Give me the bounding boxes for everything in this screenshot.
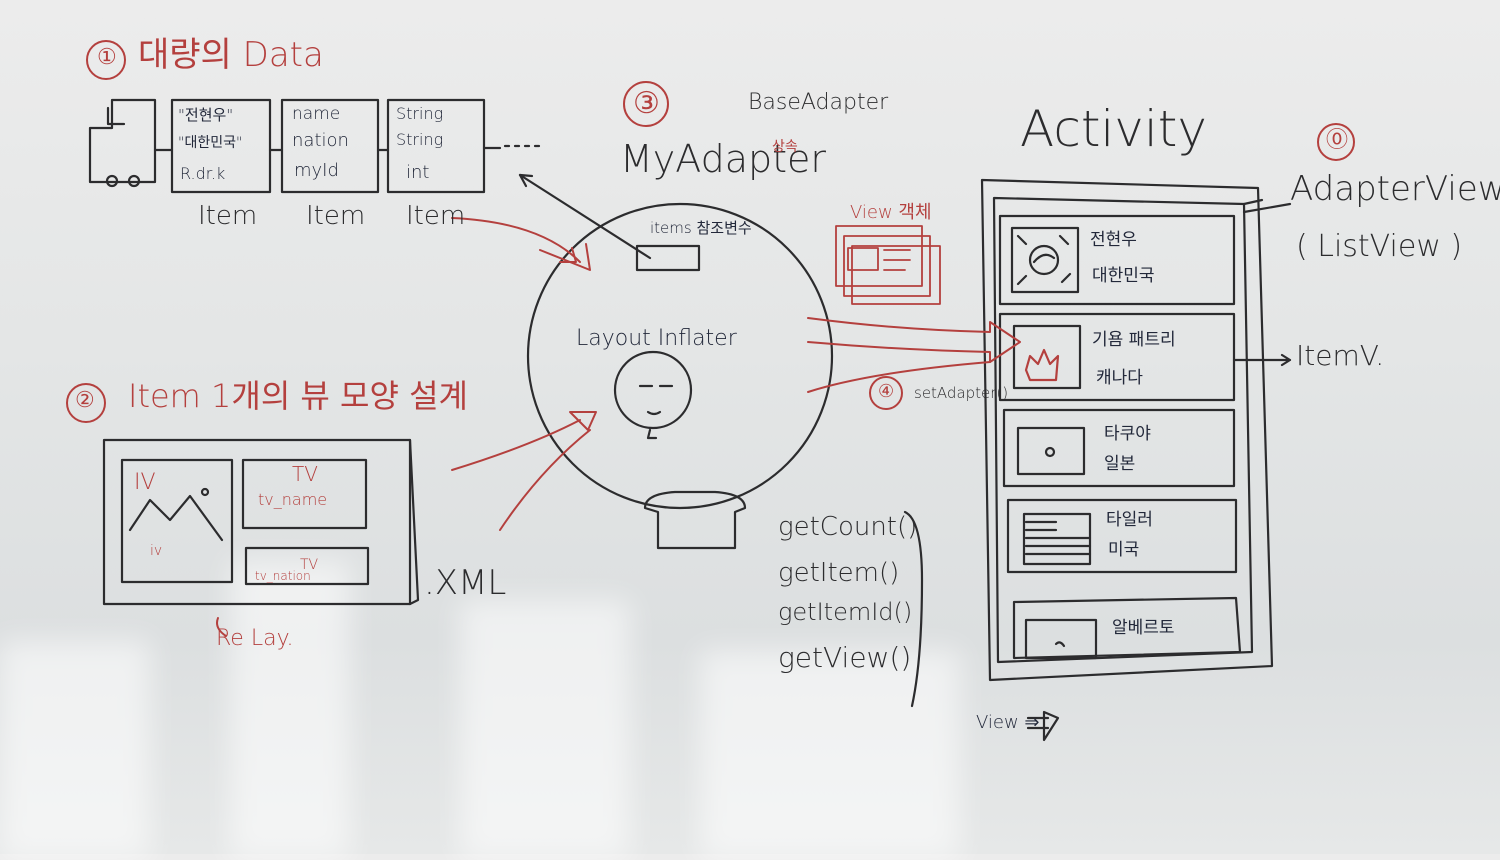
list-row-box <box>1006 498 1238 574</box>
inflater-face <box>613 350 693 430</box>
view-arrow-label: View ⇒ <box>976 712 1040 733</box>
row4-name: 타일러 <box>1106 510 1153 530</box>
train-head-icon <box>88 98 157 184</box>
adapter-circle <box>526 202 834 510</box>
section2-number: ② <box>75 388 95 413</box>
data-item-box <box>386 98 486 194</box>
data-item-box <box>170 98 272 194</box>
activity-title: Activity <box>1020 100 1207 158</box>
section1-title: 대량의 Data <box>138 35 324 75</box>
list-row-box <box>998 312 1236 402</box>
list-row-box <box>1002 408 1236 488</box>
row5-name: 알베르토 <box>1112 618 1175 638</box>
row2-nation: 캐나다 <box>1096 368 1143 388</box>
item2-label: Item <box>306 201 366 231</box>
textview-nation-box <box>244 546 370 586</box>
method-get-item-id: getItemId() <box>778 598 913 626</box>
tv-top-label: TV <box>292 462 318 486</box>
item-layout-frame <box>102 438 412 606</box>
relayout-label: Re Lay. <box>216 626 294 651</box>
item3-field-name: String <box>396 104 444 123</box>
list-view-label: ( ListView ) <box>1296 229 1463 264</box>
list-row-box <box>1012 596 1242 660</box>
section3-number: ③ <box>633 86 660 121</box>
activity-frame <box>980 178 1274 682</box>
textview-name-box <box>241 458 368 530</box>
iv-small-label: iv <box>150 543 163 559</box>
item1-field-name: "전현우" <box>178 106 234 124</box>
item2-field-id: myId <box>294 160 339 181</box>
row4-nation: 미국 <box>1108 540 1140 560</box>
section4-number: ④ <box>878 381 895 402</box>
item3-field-id: int <box>406 162 430 183</box>
adapter-view-label: AdapterView <box>1290 169 1500 209</box>
tv-nation-label: tv_nation <box>255 569 311 583</box>
items-ref-box <box>635 244 701 272</box>
row2-name: 기욤 패트리 <box>1092 330 1176 350</box>
method-get-count: getCount() <box>778 512 918 542</box>
section0-number: ⓪ <box>1326 128 1349 153</box>
item-view-label: ItemV. <box>1296 339 1385 372</box>
inherit-label: 상속 <box>772 139 798 155</box>
base-adapter-label: BaseAdapter <box>748 90 889 115</box>
my-adapter-title: MyAdapter <box>620 137 827 181</box>
tv-bottom-label: TV <box>300 557 319 573</box>
item3-label: Item <box>406 201 466 231</box>
item1-field-nation: "대한민국" <box>178 135 243 151</box>
set-adapter-label: setAdapter() <box>914 384 1009 402</box>
item1-field-id: R.dr.k <box>180 164 226 183</box>
list-row-box <box>998 214 1236 306</box>
xml-label: .XML <box>424 563 507 603</box>
item1-label: Item <box>198 201 258 231</box>
section1-number: ① <box>97 45 117 70</box>
items-ref-label: items 참조변수 <box>650 219 752 237</box>
method-get-item: getItem() <box>778 558 900 588</box>
imageview-box <box>120 458 234 584</box>
item2-field-name: name <box>292 104 341 124</box>
data-item-box <box>280 98 380 194</box>
view-objects-label: View 객체 <box>850 202 932 223</box>
item3-field-nation: String <box>396 130 444 149</box>
method-get-view: getView() <box>778 641 912 674</box>
row3-name: 타쿠야 <box>1104 424 1151 444</box>
row3-nation: 일본 <box>1104 454 1136 474</box>
tv-name-label: tv_name <box>258 490 328 509</box>
section2-title: Item 1개의 뷰 모양 설계 <box>128 377 468 415</box>
layout-inflater-label: Layout Inflater <box>576 326 737 351</box>
row1-nation: 대한민국 <box>1092 266 1155 286</box>
row1-name: 전현우 <box>1090 230 1137 250</box>
item2-field-nation: nation <box>292 130 349 151</box>
iv-label: IV <box>134 470 156 495</box>
